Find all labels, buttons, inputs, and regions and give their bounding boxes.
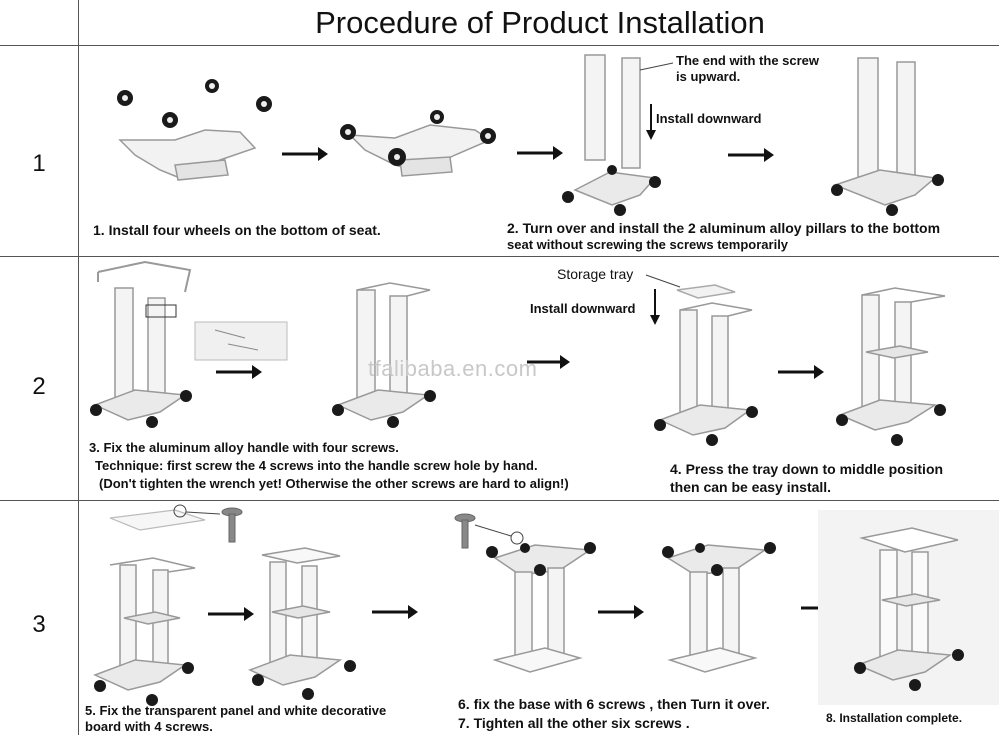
stand-with-tray-insert-illustration: [658, 302, 753, 436]
grid-column-divider: [78, 0, 79, 735]
wheel-icon: [836, 404, 946, 446]
stand-without-handle-illustration: [93, 287, 188, 421]
callout-line: [185, 511, 221, 515]
arrow-right-icon: [208, 607, 254, 621]
step-5-caption-line2: board with 4 screws.: [85, 719, 213, 734]
arrow-right-icon: [778, 365, 824, 379]
grid-line: [0, 500, 999, 501]
wheel-icon: [117, 79, 272, 128]
arrow-right-icon: [517, 146, 563, 160]
row-number-3: 3: [32, 611, 46, 638]
seat-base-with-wheels-illustration: [348, 124, 492, 177]
wheel-icon: [332, 390, 436, 428]
storage-tray-label: Storage tray: [557, 266, 634, 282]
install-downward-label-2: Install downward: [530, 301, 636, 316]
step-3-warning: (Don't tighten the wrench yet! Otherwise…: [99, 476, 569, 491]
step-4-caption-line2: then can be easy install.: [670, 479, 832, 495]
stand-with-tray-illustration: [837, 287, 946, 431]
handle-frame-illustration: [97, 260, 192, 293]
screw-end-callout-line2: is upward.: [676, 69, 741, 84]
wheel-icon: [831, 174, 944, 216]
detail-circle: [510, 531, 524, 545]
detail-box: [145, 304, 177, 318]
seat-base-illustration: [118, 129, 257, 181]
completed-stand-illustration: [855, 527, 959, 681]
detail-circle: [173, 504, 187, 518]
step-5-caption: 5. Fix the transparent panel and white d…: [85, 703, 387, 718]
wheel-icon: [94, 662, 194, 706]
inverted-stand-tightened-illustration: [666, 544, 768, 673]
step-2-caption: 2. Turn over and install the 2 aluminum …: [507, 220, 941, 236]
wheel-icon: [252, 660, 356, 700]
arrow-right-icon: [216, 365, 262, 379]
step-1-caption: 1. Install four wheels on the bottom of …: [93, 222, 381, 238]
transparent-panel-illustration: [109, 509, 206, 531]
grid-line: [0, 45, 999, 46]
pillars-over-base-illustration: [573, 54, 657, 206]
screw-icon: [454, 513, 476, 549]
arrow-right-icon: [372, 605, 418, 619]
watermark: tfalibaba.en.com: [368, 356, 538, 381]
arrow-right-icon: [598, 605, 644, 619]
step-3-technique: Technique: first screw the 4 screws into…: [95, 458, 538, 473]
arrow-right-icon: [728, 148, 774, 162]
wheel-icon: [90, 390, 192, 428]
screw-detail-zoom: [194, 321, 288, 361]
wheel-icon: [562, 165, 661, 216]
arrow-right-icon: [527, 355, 570, 369]
install-downward-label: Install downward: [656, 111, 762, 126]
arrow-down-icon: [650, 289, 660, 325]
step-2-caption-line2: seat without screwing the screws tempora…: [507, 237, 789, 252]
screw-end-callout: The end with the screw: [676, 53, 820, 68]
pillars-assembled-illustration: [832, 57, 937, 206]
wheel-icon: [854, 649, 964, 691]
stand-with-panel-illustration: [248, 547, 343, 686]
row-number-1: 1: [32, 150, 46, 177]
row-number-2: 2: [32, 373, 46, 400]
step-8-caption: 8. Installation complete.: [826, 711, 963, 725]
callout-line: [639, 62, 674, 71]
step-4-caption: 4. Press the tray down to middle positio…: [670, 461, 944, 477]
stand-with-handle-illustration: [336, 282, 431, 421]
arrow-down-icon: [646, 104, 656, 140]
callout-line: [474, 524, 512, 537]
step-3-caption: 3. Fix the aluminum alloy handle with fo…: [89, 440, 399, 455]
step-6-caption: 6. fix the base with 6 screws , then Tur…: [458, 696, 770, 712]
wheel-icon: [654, 406, 758, 446]
wheel-icon: [662, 542, 776, 576]
wheel-icon: [486, 542, 596, 576]
page-title: Procedure of Product Installation: [315, 5, 765, 40]
grid-line: [0, 256, 999, 257]
screw-icon: [221, 507, 243, 543]
callout-line: [645, 274, 681, 288]
inverted-stand-illustration: [492, 544, 593, 673]
storage-tray-illustration: [676, 284, 736, 299]
step-7-caption: 7. Tighten all the other six screws .: [458, 715, 690, 731]
stand-before-panel-illustration: [93, 557, 196, 691]
wheel-icon: [340, 110, 496, 166]
arrow-right-icon: [282, 147, 328, 161]
